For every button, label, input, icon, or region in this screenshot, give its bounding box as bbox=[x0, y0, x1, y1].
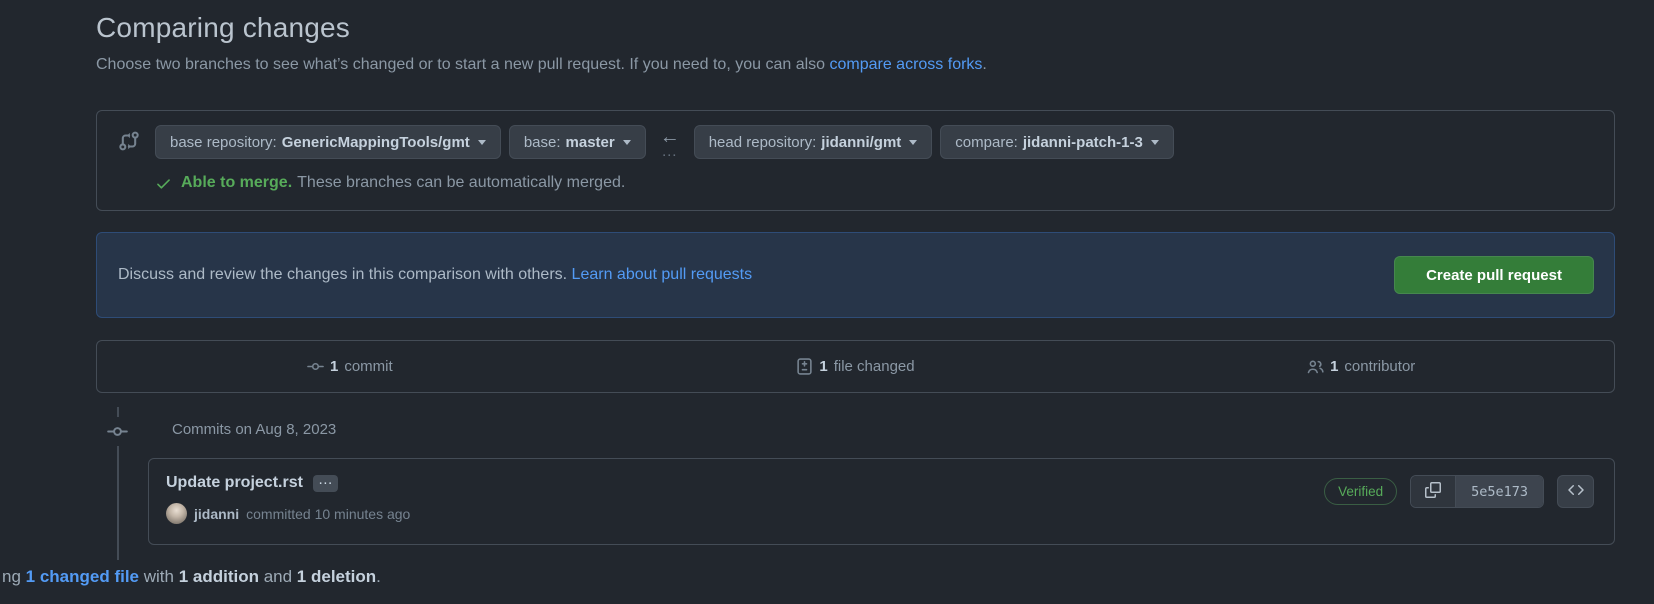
footer-mid1: with bbox=[139, 567, 179, 586]
base-branch-label: base: bbox=[523, 133, 561, 151]
base-branch-dropdown[interactable]: base:master bbox=[508, 125, 646, 159]
commit-actions: Verified 5e5e173 bbox=[1324, 475, 1594, 508]
diff-summary-bar: 1 commit 1 file changed 1 contributor bbox=[96, 340, 1615, 393]
banner-text: Discuss and review the changes in this c… bbox=[118, 266, 752, 284]
verified-badge[interactable]: Verified bbox=[1324, 478, 1398, 505]
base-repository-label: base repository: bbox=[170, 133, 277, 151]
browse-code-button[interactable] bbox=[1557, 475, 1594, 508]
check-icon bbox=[155, 175, 172, 192]
changed-files-summary: ng 1 changed file with 1 addition and 1 … bbox=[2, 567, 381, 587]
people-icon bbox=[1307, 358, 1324, 375]
learn-about-pull-requests-link[interactable]: Learn about pull requests bbox=[571, 266, 753, 283]
compare-across-forks-link[interactable]: compare across forks bbox=[829, 56, 983, 73]
code-icon bbox=[1567, 482, 1584, 501]
files-changed-summary-item[interactable]: 1 file changed bbox=[603, 341, 1109, 392]
head-repository-dropdown[interactable]: head repository:jidanni/gmt bbox=[693, 125, 933, 159]
pull-request-banner: Discuss and review the changes in this c… bbox=[96, 232, 1615, 318]
files-changed-label: file changed bbox=[833, 358, 915, 375]
commit-row: Update project.rst … jidanni committed 1… bbox=[148, 458, 1615, 545]
footer-mid2: and bbox=[258, 567, 297, 586]
commit-title-row: Update project.rst … bbox=[166, 472, 338, 492]
copy-sha-button[interactable] bbox=[1411, 476, 1457, 507]
commit-timeline-line bbox=[117, 407, 119, 560]
caret-down-icon bbox=[909, 139, 918, 145]
page-title: Comparing changes bbox=[96, 12, 350, 43]
merge-status: Able to merge. These branches can be aut… bbox=[155, 174, 625, 192]
commit-sha-link[interactable]: 5e5e173 bbox=[1456, 476, 1543, 507]
git-commit-icon bbox=[103, 417, 132, 446]
create-pull-request-button[interactable]: Create pull request bbox=[1394, 256, 1594, 294]
avatar[interactable] bbox=[166, 503, 187, 524]
footer-end: . bbox=[376, 567, 381, 586]
base-branch-value: master bbox=[565, 133, 615, 151]
base-repository-dropdown[interactable]: base repository:GenericMappingTools/gmt bbox=[155, 125, 501, 159]
footer-prefix: ng bbox=[2, 567, 26, 586]
head-repository-value: jidanni/gmt bbox=[821, 133, 902, 151]
commit-description-expander[interactable]: … bbox=[312, 472, 338, 492]
sha-button-group: 5e5e173 bbox=[1410, 475, 1544, 508]
range-dots: … bbox=[661, 143, 679, 160]
branch-selection-box: base repository:GenericMappingTools/gmt … bbox=[96, 110, 1615, 211]
files-changed-count: 1 bbox=[819, 358, 828, 375]
commit-author-link[interactable]: jidanni bbox=[194, 505, 240, 522]
git-compare-icon bbox=[118, 130, 140, 152]
page-subtitle: Choose two branches to see what’s change… bbox=[96, 56, 987, 74]
contributors-label: contributor bbox=[1344, 358, 1416, 375]
merge-status-title: Able to merge. bbox=[181, 174, 293, 191]
additions-count: 1 addition bbox=[178, 567, 259, 586]
merge-status-detail: These branches can be automatically merg… bbox=[297, 174, 626, 191]
compare-branch-dropdown[interactable]: compare:jidanni-patch-1-3 bbox=[940, 125, 1174, 159]
subtitle-text: Choose two branches to see what’s change… bbox=[96, 56, 830, 73]
base-repository-value: GenericMappingTools/gmt bbox=[281, 133, 470, 151]
contributors-count: 1 bbox=[1330, 358, 1339, 375]
copy-icon bbox=[1425, 482, 1442, 501]
caret-down-icon bbox=[477, 139, 486, 145]
commits-count: 1 bbox=[329, 358, 339, 375]
commit-meta: jidanni committed 10 minutes ago bbox=[166, 503, 410, 524]
changed-file-link[interactable]: 1 changed file bbox=[25, 567, 140, 586]
head-repository-label: head repository: bbox=[708, 133, 817, 151]
commit-title-link[interactable]: Update project.rst bbox=[166, 474, 303, 491]
compare-branch-value: jidanni-patch-1-3 bbox=[1022, 133, 1143, 151]
branch-selector-row: base repository:GenericMappingTools/gmt … bbox=[155, 125, 1174, 160]
git-commit-icon bbox=[307, 358, 324, 375]
caret-down-icon bbox=[622, 139, 631, 145]
contributors-summary-item[interactable]: 1 contributor bbox=[1108, 341, 1614, 392]
caret-down-icon bbox=[1150, 139, 1159, 145]
banner-message: Discuss and review the changes in this c… bbox=[118, 266, 572, 283]
range-separator: ← … bbox=[659, 125, 680, 160]
arrow-left-icon: ← bbox=[659, 126, 680, 148]
commit-meta-text: committed 10 minutes ago bbox=[246, 505, 411, 522]
commits-date-header: Commits on Aug 8, 2023 bbox=[172, 421, 337, 438]
compare-branch-label: compare: bbox=[955, 133, 1018, 151]
file-diff-icon bbox=[796, 358, 813, 375]
deletions-count: 1 deletion bbox=[296, 567, 377, 586]
commits-summary-item[interactable]: 1 commit bbox=[97, 341, 603, 392]
commits-label: commit bbox=[344, 358, 393, 375]
subtitle-period: . bbox=[982, 56, 987, 73]
